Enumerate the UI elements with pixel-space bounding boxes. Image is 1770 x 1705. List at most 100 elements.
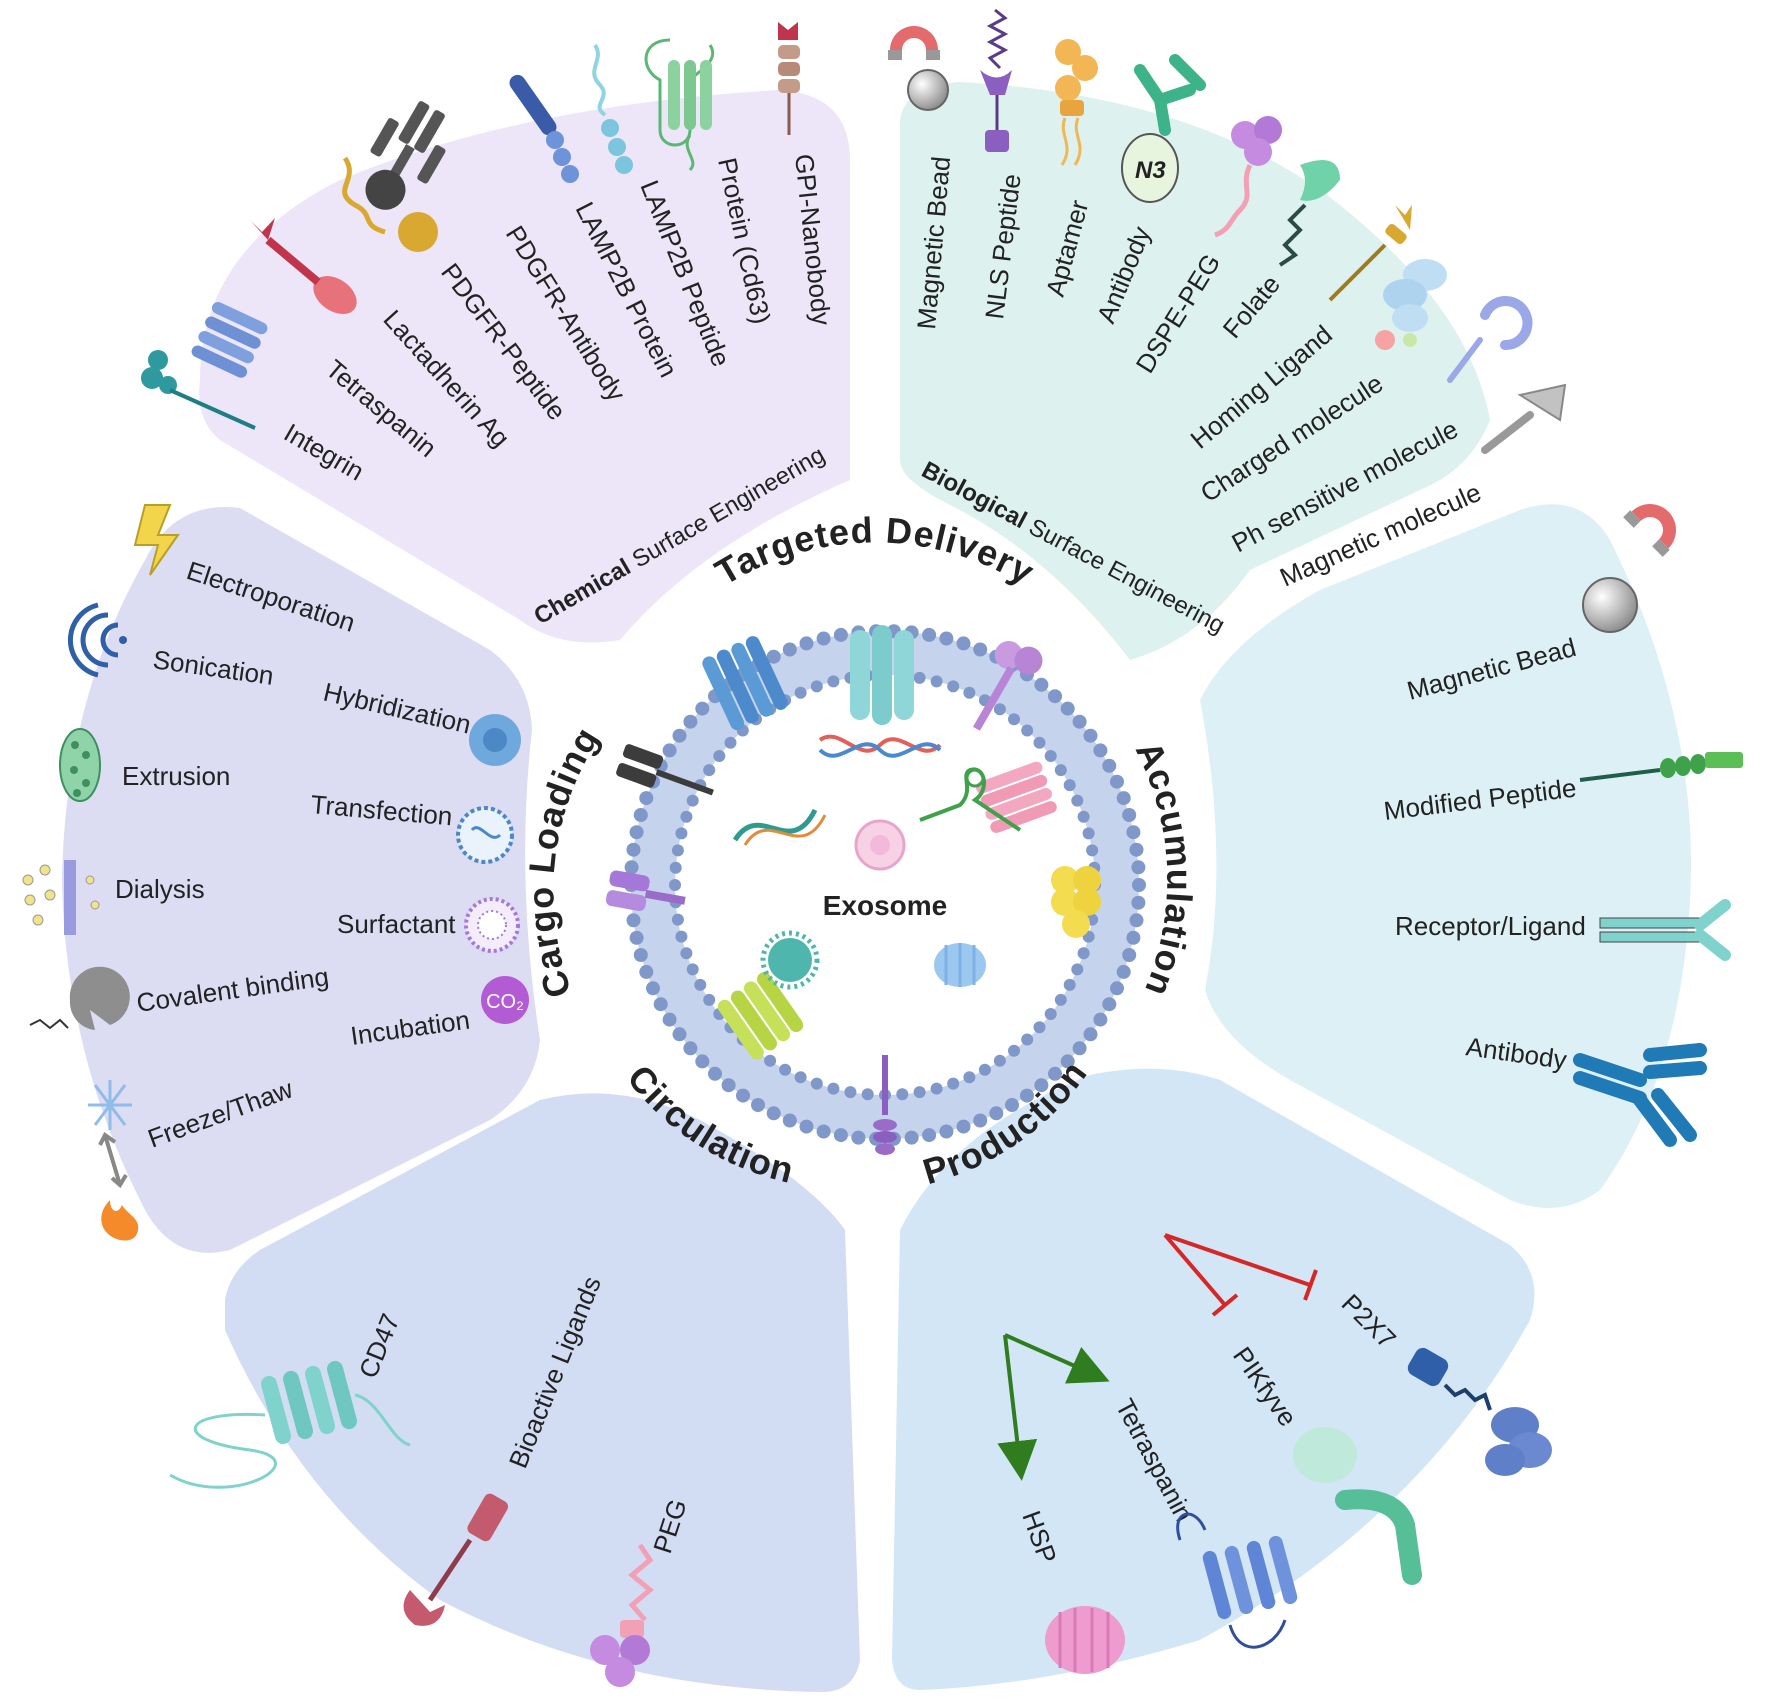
phospholipid-head — [1071, 963, 1084, 976]
phospholipid-head — [913, 1086, 926, 1099]
phospholipid-head — [766, 649, 781, 664]
pdgfr-peptide-icon — [342, 156, 438, 252]
dspe-peg-icon — [1214, 116, 1282, 238]
phospholipid-head — [904, 1130, 919, 1145]
phospholipid-head — [1126, 825, 1141, 840]
phospholipid-head — [1033, 736, 1046, 749]
phospholipid-head — [626, 842, 641, 857]
phospholipid-head — [947, 1077, 960, 1090]
phospholipid-head — [672, 1027, 687, 1042]
phospholipid-head — [713, 750, 726, 762]
hybridization-icon — [469, 714, 521, 766]
tetraspanin-icon — [191, 301, 268, 378]
phospholipid-head — [662, 743, 677, 758]
virus-particle-icon — [760, 930, 820, 990]
phospholipid-head — [1082, 827, 1095, 840]
cargo-panel-bg — [62, 507, 540, 1253]
cargo-label-surfactant: Surfactant — [337, 909, 456, 939]
magnetic-molecule-icon — [1481, 383, 1567, 454]
phospholipid-head — [695, 701, 710, 716]
p2x7-receptor-icon — [1407, 1347, 1552, 1476]
purple-receptor-membrane-icon — [605, 870, 686, 911]
phospholipid-head — [1071, 794, 1084, 807]
phospholipid-head — [646, 981, 660, 996]
phospholipid-head — [629, 825, 644, 840]
phospholipid-head — [671, 913, 684, 926]
phospholipid-head — [683, 714, 698, 729]
inhibition-arrow-p2x7 — [1164, 1233, 1311, 1287]
acc-label-receptor-ligand: Receptor/Ligand — [1395, 911, 1586, 941]
magnetic-bead-accumulation-icon — [1582, 577, 1638, 633]
phospholipid-head — [624, 860, 639, 875]
magnet-icon — [888, 26, 940, 60]
phospholipid-head — [1020, 1088, 1034, 1103]
phospholipid-head — [1102, 758, 1117, 773]
charged-molecule-icon — [1375, 259, 1447, 350]
lightning-icon — [133, 504, 180, 576]
phospholipid-head — [1122, 948, 1137, 962]
phospholipid-head — [1033, 1021, 1046, 1034]
phospholipid-head — [639, 964, 654, 979]
snowflake-icon — [88, 1080, 132, 1130]
phospholipid-head — [1005, 1098, 1019, 1112]
phospholipid-head — [810, 680, 823, 693]
phospholipid-head — [782, 1113, 797, 1128]
phospholipid-head — [930, 1082, 943, 1095]
phospholipid-head — [963, 1071, 976, 1084]
circulation-item-icons — [169, 1360, 654, 1687]
phospholipid-head — [973, 1113, 988, 1128]
phospholipid-head — [1086, 844, 1099, 857]
phospholipid-head — [782, 642, 797, 657]
phospholipid-head — [1132, 878, 1146, 892]
phospholipid-head — [1131, 895, 1146, 910]
phospholipid-head — [1054, 993, 1067, 1006]
phospholipid-head — [978, 1063, 991, 1076]
phospholipid-head — [1131, 860, 1146, 875]
phospholipid-head — [1129, 842, 1144, 857]
accumulation-panel-bg — [1200, 504, 1691, 1208]
phospholipid-head — [672, 728, 687, 743]
phospholipid-head — [751, 1098, 765, 1112]
phospholipid-head — [724, 736, 737, 749]
peg-icon — [590, 1543, 654, 1687]
pink-helix-icon — [975, 761, 1057, 833]
phospholipid-head — [794, 1071, 807, 1084]
phospholipid-head — [639, 791, 654, 806]
exosome-label: Exosome — [823, 890, 948, 921]
antibody-accumulation-icon — [1573, 1043, 1707, 1147]
phospholipid-head — [1021, 724, 1034, 737]
phospholipid-head — [896, 1088, 909, 1101]
phospholipid-head — [993, 1054, 1006, 1067]
phospholipid-head — [686, 963, 699, 976]
phospholipid-head — [1129, 913, 1144, 928]
phospholipid-head — [1093, 1012, 1108, 1027]
gpcr-blue-icon — [702, 636, 788, 731]
surfactant-icon — [464, 897, 520, 953]
phospholipid-head — [1093, 743, 1108, 758]
production-item-icons — [1045, 1347, 1552, 1674]
lactadherin-icon — [250, 218, 357, 315]
phospholipid-head — [629, 930, 644, 945]
phospholipid-head — [694, 978, 707, 991]
phospholipid-head — [633, 808, 648, 822]
phospholipid-head — [827, 1082, 840, 1095]
activation-arrow-tetraspanin — [1004, 1333, 1110, 1384]
ring-label-cargo-loading: Cargo Loading — [520, 719, 607, 1003]
dna-double-helix-icon — [818, 734, 942, 758]
phospholipid-head — [1044, 1008, 1057, 1020]
phospholipid-head — [947, 680, 960, 693]
cargo-icons: CO₂ — [22, 504, 529, 1241]
phospholipid-head — [1077, 810, 1090, 823]
phospholipid-head — [675, 827, 688, 840]
phospholipid-head — [1077, 947, 1090, 960]
homing-ligand-icon — [1328, 205, 1412, 302]
antibody-n3-icon: N3 — [1121, 54, 1206, 203]
phospholipid-head — [861, 1088, 874, 1101]
ph-sensitive-molecule-icon — [1447, 296, 1533, 383]
phospholipid-head — [1008, 713, 1020, 726]
phospholipid-head — [1060, 1054, 1075, 1069]
phospholipid-head — [1063, 779, 1076, 792]
n3-label: N3 — [1135, 157, 1166, 184]
nls-peptide-icon — [980, 8, 1012, 152]
magnetic-bead-icon — [907, 69, 949, 111]
